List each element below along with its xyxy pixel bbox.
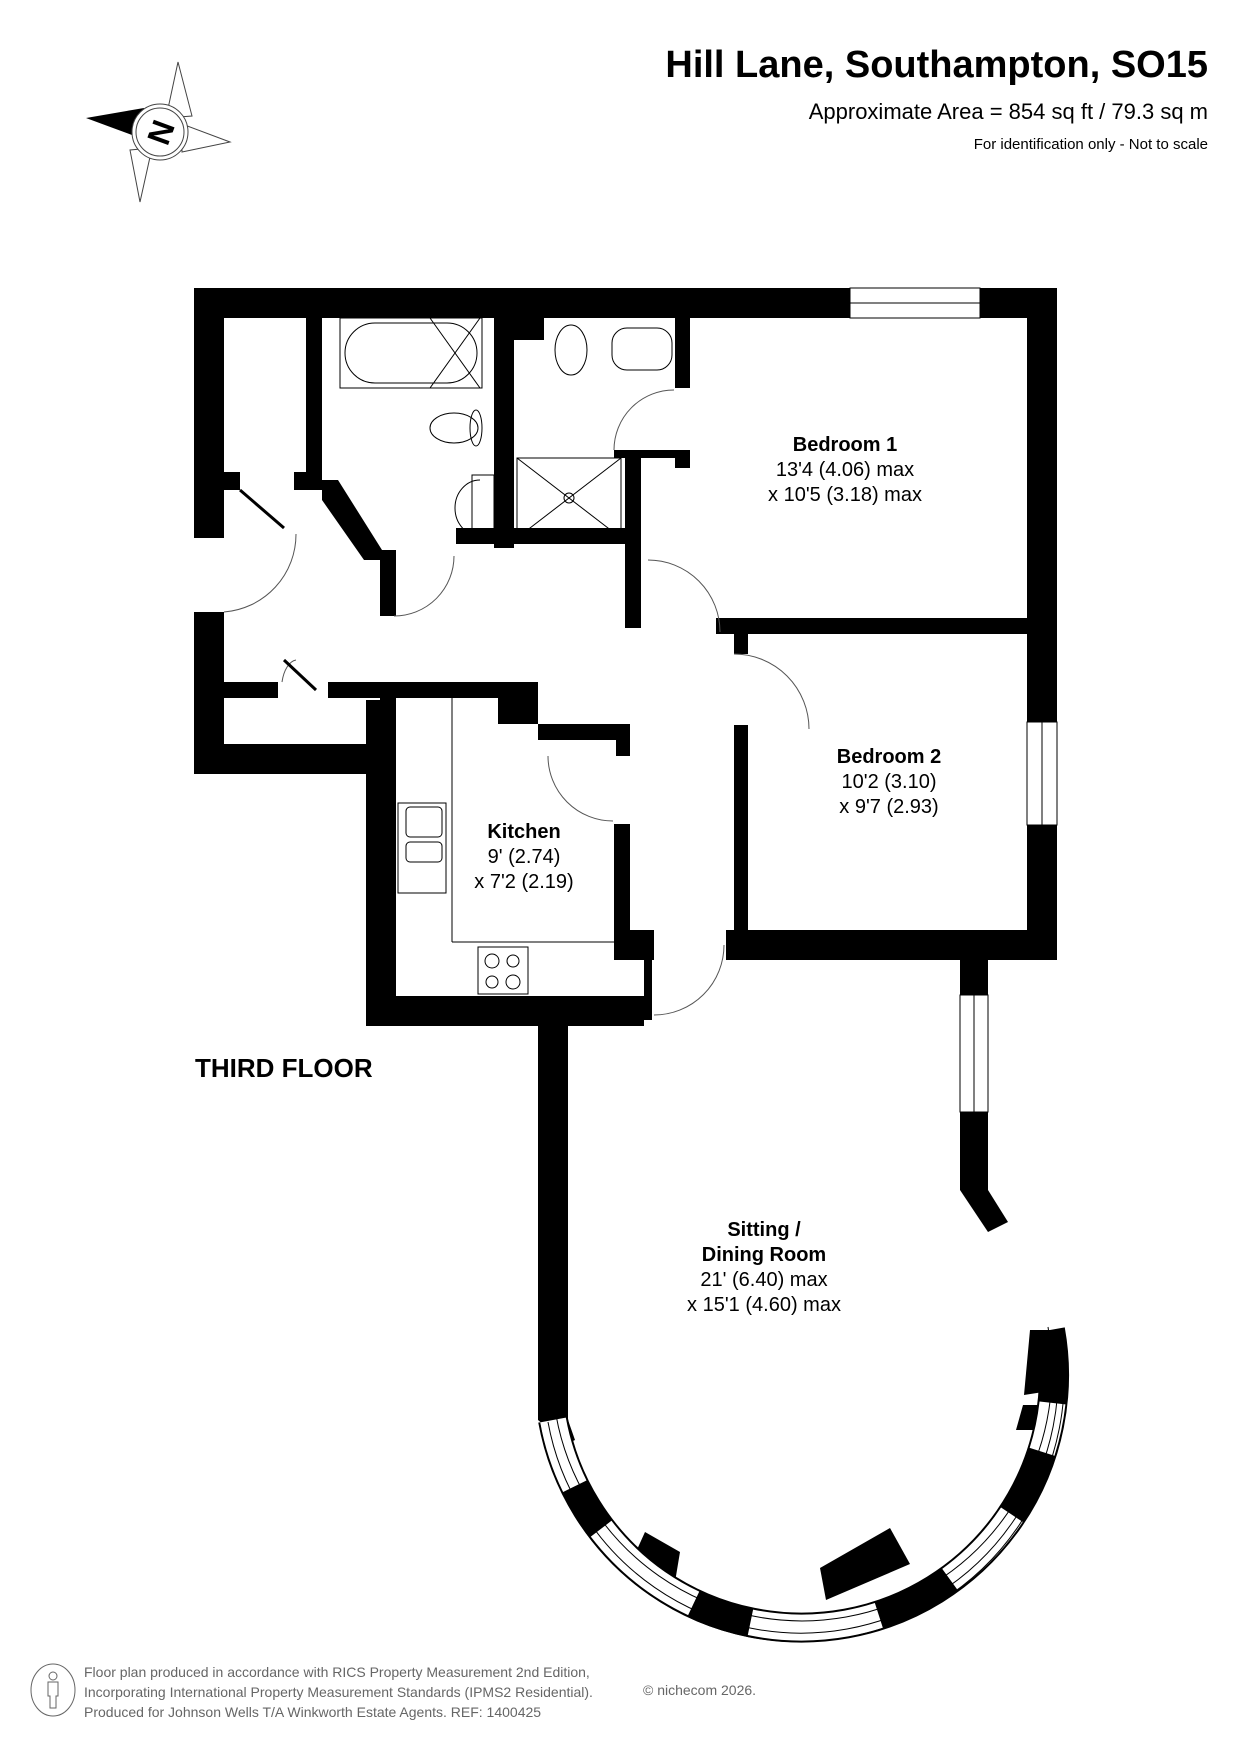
room-dimension: x 15'1 (4.60) max	[687, 1294, 841, 1316]
room-name: Kitchen	[487, 821, 561, 843]
toilet-1	[429, 412, 479, 444]
fixtures	[339, 317, 673, 995]
footer-line: Produced for Johnson Wells T/A Winkworth…	[84, 1704, 542, 1720]
room-label-bedroom-2: Bedroom 2 10'2 (3.10) x 9'7 (2.93)	[837, 745, 941, 820]
room-dimension: x 9'7 (2.93)	[839, 796, 939, 818]
door-swings	[223, 389, 810, 1016]
footer-text: Floor plan produced in accordance with R…	[84, 1662, 593, 1722]
room-label-kitchen: Kitchen 9' (2.74) x 7'2 (2.19)	[474, 820, 573, 895]
room-dimension: 13'4 (4.06) max	[775, 459, 915, 481]
north-compass-icon: N	[86, 61, 232, 203]
room-dimension: x 10'5 (3.18) max	[768, 484, 922, 506]
entrance-door	[223, 533, 297, 613]
room-label-sitting-dining: Sitting / Dining Room 21' (6.40) max x 1…	[687, 1218, 841, 1318]
basin-2	[611, 327, 673, 371]
walls	[194, 288, 1058, 1600]
sink	[397, 802, 447, 894]
toilet-2	[554, 324, 588, 376]
door-leaves	[239, 488, 318, 692]
room-label-bedroom-1: Bedroom 1 13'4 (4.06) max x 10'5 (3.18) …	[768, 433, 922, 508]
footer-line: Floor plan produced in accordance with R…	[84, 1664, 590, 1680]
room-dimension: 21' (6.40) max	[700, 1269, 828, 1291]
room-name: Bedroom 1	[792, 434, 898, 456]
room-dimension: 10'2 (3.10)	[841, 771, 937, 793]
person-scale-icon	[30, 1663, 76, 1717]
approximate-area: Approximate Area = 854 sq ft / 79.3 sq m	[808, 99, 1208, 124]
windows	[849, 287, 1058, 1113]
bay-window	[538, 1326, 1069, 1643]
floor-label: THIRD FLOOR	[195, 1053, 373, 1083]
room-name: Sitting /	[727, 1219, 801, 1241]
basin-1	[471, 474, 495, 540]
shower-tray	[516, 457, 622, 539]
room-dimension: 9' (2.74)	[487, 846, 561, 868]
room-dimension: x 7'2 (2.19)	[474, 871, 574, 893]
room-name: Bedroom 2	[836, 746, 942, 768]
scale-note: For identification only - Not to scale	[973, 136, 1208, 153]
footer-line: Incorporating International Property Mea…	[84, 1684, 593, 1700]
hob	[477, 946, 529, 995]
property-title: Hill Lane, Southampton, SO15	[665, 44, 1208, 86]
bath	[339, 317, 483, 389]
room-name: Dining Room	[701, 1244, 827, 1266]
brand-copyright: © nichecom 2026.	[643, 1682, 757, 1698]
